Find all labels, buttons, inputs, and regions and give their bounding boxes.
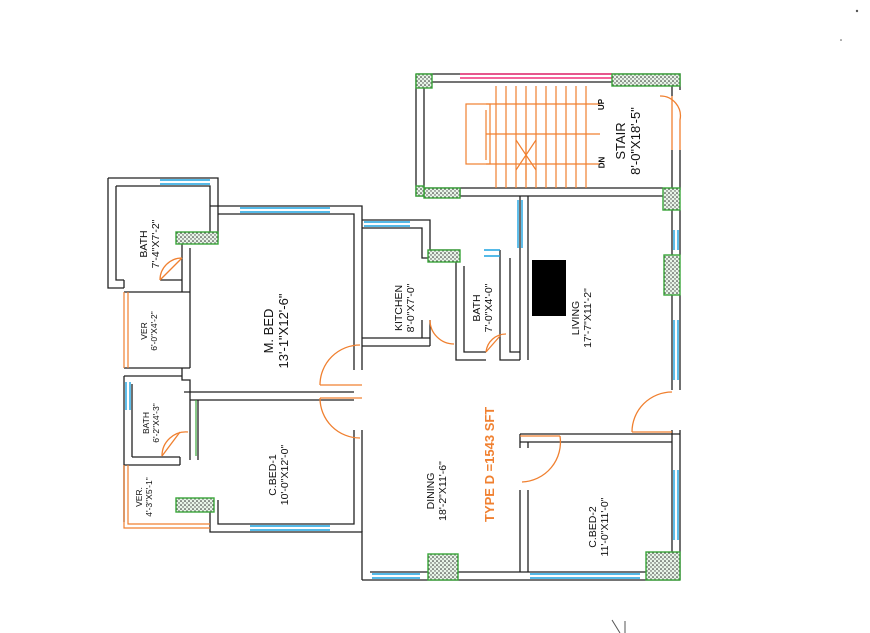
room-name: BATH [141, 411, 151, 435]
stair-down-marker: DN [597, 156, 607, 169]
room-label-cbed1: C.BED-1 10'-0"X12'-0" [267, 427, 293, 523]
room-label-ver-1: VER 6'-0"X4'-2" [139, 301, 161, 361]
room-size: 8'-0"X18'-5" [628, 107, 643, 175]
room-size: 11'-0"X11'-0" [599, 497, 611, 557]
staircase [465, 86, 600, 188]
room-label-mbed: M. BED 13'-1"X12'-6" [261, 281, 291, 381]
room-size: 6'-0"X4'-2" [149, 311, 159, 351]
room-label-cbed2: C.BED-2 11'-0"X11'-0" [587, 479, 613, 575]
doors [159, 95, 682, 483]
room-size: 4'-3"X5'-1" [144, 477, 154, 517]
room-name: M. BED [261, 308, 276, 354]
room-size: 6'-2"X4'-3" [151, 403, 161, 443]
room-name: STAIR [613, 122, 628, 160]
room-label-dining: DINING 18'-2"X11'-6" [425, 443, 451, 539]
verandah-railings [123, 292, 210, 529]
room-size: 7'-4"X7'-2" [150, 219, 162, 269]
room-label-stair: STAIR 8'-0"X18'-5" [613, 93, 643, 189]
room-label-bath-top: BATH 7'-4"X7'-2" [138, 206, 162, 282]
type-label: TYPE D =1543 SFT [482, 406, 497, 522]
walls [107, 73, 681, 581]
room-label-living: LIVING 17'-7"X11'-2" [570, 276, 594, 360]
room-name: VER. [134, 487, 144, 507]
room-size: 17'-7"X11'-2" [582, 288, 594, 348]
room-name: BATH [471, 294, 483, 322]
black-block [532, 260, 566, 316]
stair-up-marker: UP [597, 98, 607, 111]
room-name: DINING [425, 472, 437, 510]
room-name: KITCHEN [393, 284, 405, 332]
room-label-ver-2: VER. 4'-3"X5'-1" [134, 466, 156, 528]
room-size: 8'-0"X7'-0" [405, 283, 417, 333]
room-size: 10'-0"X12'-0" [279, 444, 291, 506]
room-label-bath-small: BATH 6'-2"X4'-3" [141, 395, 163, 451]
columns [175, 73, 681, 581]
room-label-bath-mid: BATH 7'-0"X4'-0" [471, 273, 495, 343]
room-size: 13'-1"X12'-6" [276, 293, 291, 369]
windows [125, 179, 679, 579]
room-size: 7'-0"X4'-0" [483, 283, 495, 333]
room-label-kitchen: KITCHEN 8'-0"X7'-0" [393, 273, 417, 343]
room-name: LIVING [570, 300, 582, 336]
room-name: C.BED-1 [267, 454, 279, 496]
balcony-railing [460, 73, 612, 79]
room-name: C.BED-2 [587, 506, 599, 548]
room-size: 18'-2"X11'-6" [437, 461, 449, 521]
room-name: VER [139, 322, 149, 340]
room-name: BATH [138, 230, 150, 258]
